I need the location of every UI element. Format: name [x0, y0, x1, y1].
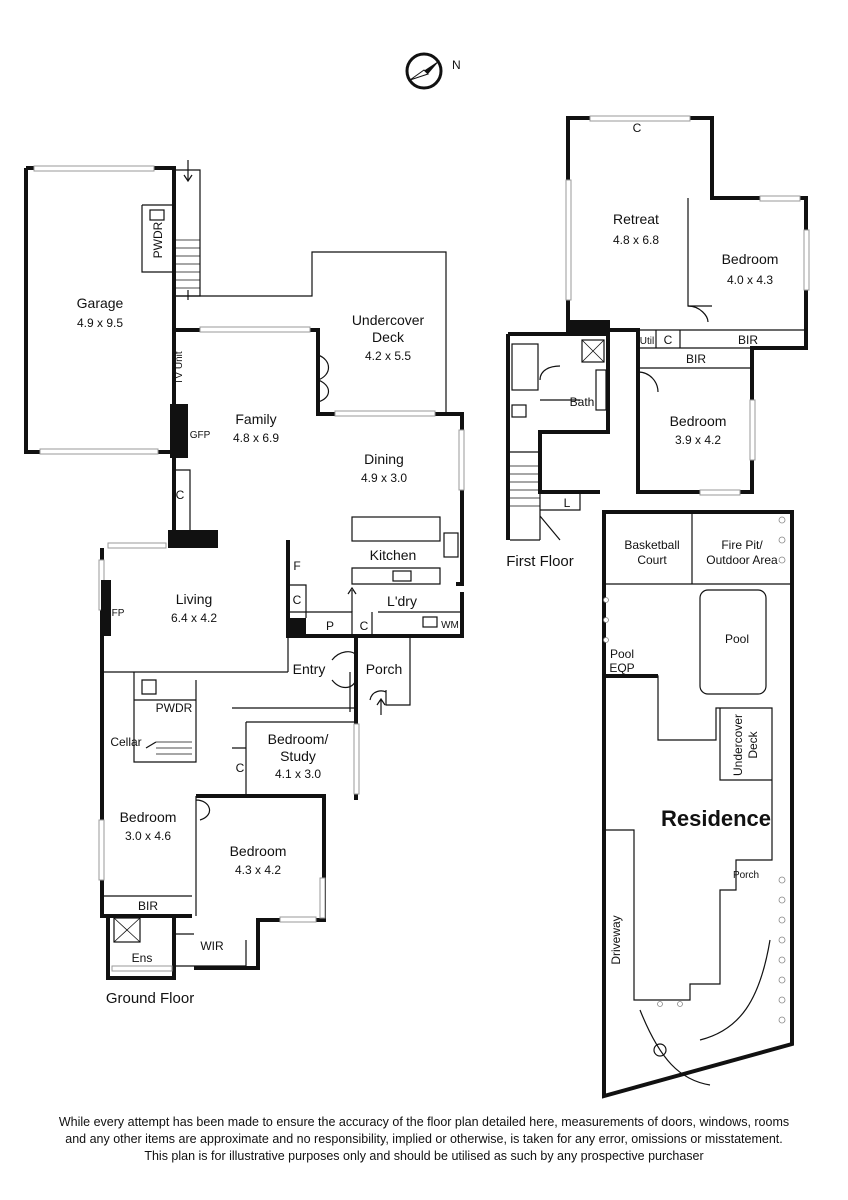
bedroom-gf2-label: Bedroom [230, 843, 287, 859]
ground-floor-title: Ground Floor [106, 990, 194, 1007]
firepit-label2: Outdoor Area [706, 553, 778, 567]
bedroom-study-size: 4.1 x 3.0 [275, 767, 321, 781]
tv-unit-label: TV Unit [174, 351, 185, 385]
c-laundry-label: C [360, 619, 369, 633]
bedroom-ff1-label: Bedroom [722, 251, 779, 267]
site-porch-label: Porch [733, 870, 759, 881]
bath-label: Bath [570, 395, 595, 409]
c-kitchen-label: C [293, 593, 302, 607]
garage-label: Garage [77, 295, 124, 311]
compass-north-label: N [452, 58, 461, 72]
bedroom-study-label2: Study [280, 748, 316, 764]
undercover-deck-label2: Deck [372, 329, 405, 345]
pool-label: Pool [725, 632, 749, 646]
wir-label: WIR [200, 939, 224, 953]
bedroom-ff2-size: 3.9 x 4.2 [675, 433, 721, 447]
c-retreat-label: C [633, 121, 642, 135]
ensuite-label: Ens [132, 951, 153, 965]
pwdr-top-label: PWDR [151, 221, 165, 258]
garage-door [39, 448, 159, 455]
bir-ff2-label: BIR [686, 352, 706, 366]
retreat-label: Retreat [613, 211, 659, 227]
compass-icon [405, 52, 443, 90]
bedroom-gf1-label: Bedroom [120, 809, 177, 825]
l-label: L [564, 496, 571, 510]
gfp-label: GFP [190, 430, 211, 441]
disclaimer: While every attempt has been made to ens… [40, 1114, 808, 1165]
driveway-label: Driveway [609, 915, 623, 964]
site-deck-label2: Deck [746, 730, 760, 758]
bir-ff1-label: BIR [738, 333, 758, 347]
family-size: 4.8 x 6.9 [233, 431, 279, 445]
basketball-court-label2: Court [637, 553, 667, 567]
undercover-deck-size: 4.2 x 5.5 [365, 349, 411, 363]
pantry-label: P [326, 619, 334, 633]
wm-label: WM [441, 620, 459, 631]
ground-floor-plan [24, 160, 465, 980]
basketball-court-label: Basketball [624, 538, 679, 552]
c-ff-label: C [664, 333, 673, 347]
f-label: F [293, 559, 300, 573]
first-floor-plan [506, 115, 810, 541]
dining-size: 4.9 x 3.0 [361, 471, 407, 485]
cellar-label: Cellar [110, 735, 141, 749]
bedroom-gf1-size: 3.0 x 4.6 [125, 829, 171, 843]
laundry-label: L'dry [387, 593, 417, 609]
bir-gf-label: BIR [138, 899, 158, 913]
util-label: Util [640, 336, 654, 347]
c-study-label: C [236, 761, 245, 775]
garage-door [33, 165, 155, 172]
disclaimer-line: and any other items are approximate and … [65, 1132, 783, 1146]
residence-label: Residence [661, 806, 771, 831]
fp-label: FP [112, 608, 125, 619]
living-label: Living [176, 591, 213, 607]
bedroom-ff1-size: 4.0 x 4.3 [727, 273, 773, 287]
living-size: 6.4 x 4.2 [171, 611, 217, 625]
kitchen-label: Kitchen [370, 547, 417, 563]
pool-eqp-label2: EQP [609, 661, 634, 675]
dining-label: Dining [364, 451, 404, 467]
bedroom-gf2-size: 4.3 x 4.2 [235, 863, 281, 877]
garage-size: 4.9 x 9.5 [77, 316, 123, 330]
disclaimer-line: This plan is for illustrative purposes o… [144, 1149, 704, 1163]
disclaimer-line: While every attempt has been made to ens… [58, 1115, 790, 1129]
family-label: Family [235, 411, 276, 427]
bedroom-ff2-label: Bedroom [670, 413, 727, 429]
pool-eqp-label: Pool [610, 647, 634, 661]
porch-label: Porch [366, 661, 403, 677]
site-plan [602, 510, 794, 1099]
c-family-label: C [176, 488, 185, 502]
bedroom-study-label: Bedroom/ [268, 731, 329, 747]
firepit-label: Fire Pit/ [721, 538, 763, 552]
entry-label: Entry [293, 661, 326, 677]
pwdr-bottom-label: PWDR [156, 701, 193, 715]
site-deck-label: Undercover [731, 714, 745, 776]
retreat-size: 4.8 x 6.8 [613, 233, 659, 247]
first-floor-title: First Floor [506, 553, 574, 570]
undercover-deck-label: Undercover [352, 312, 425, 328]
